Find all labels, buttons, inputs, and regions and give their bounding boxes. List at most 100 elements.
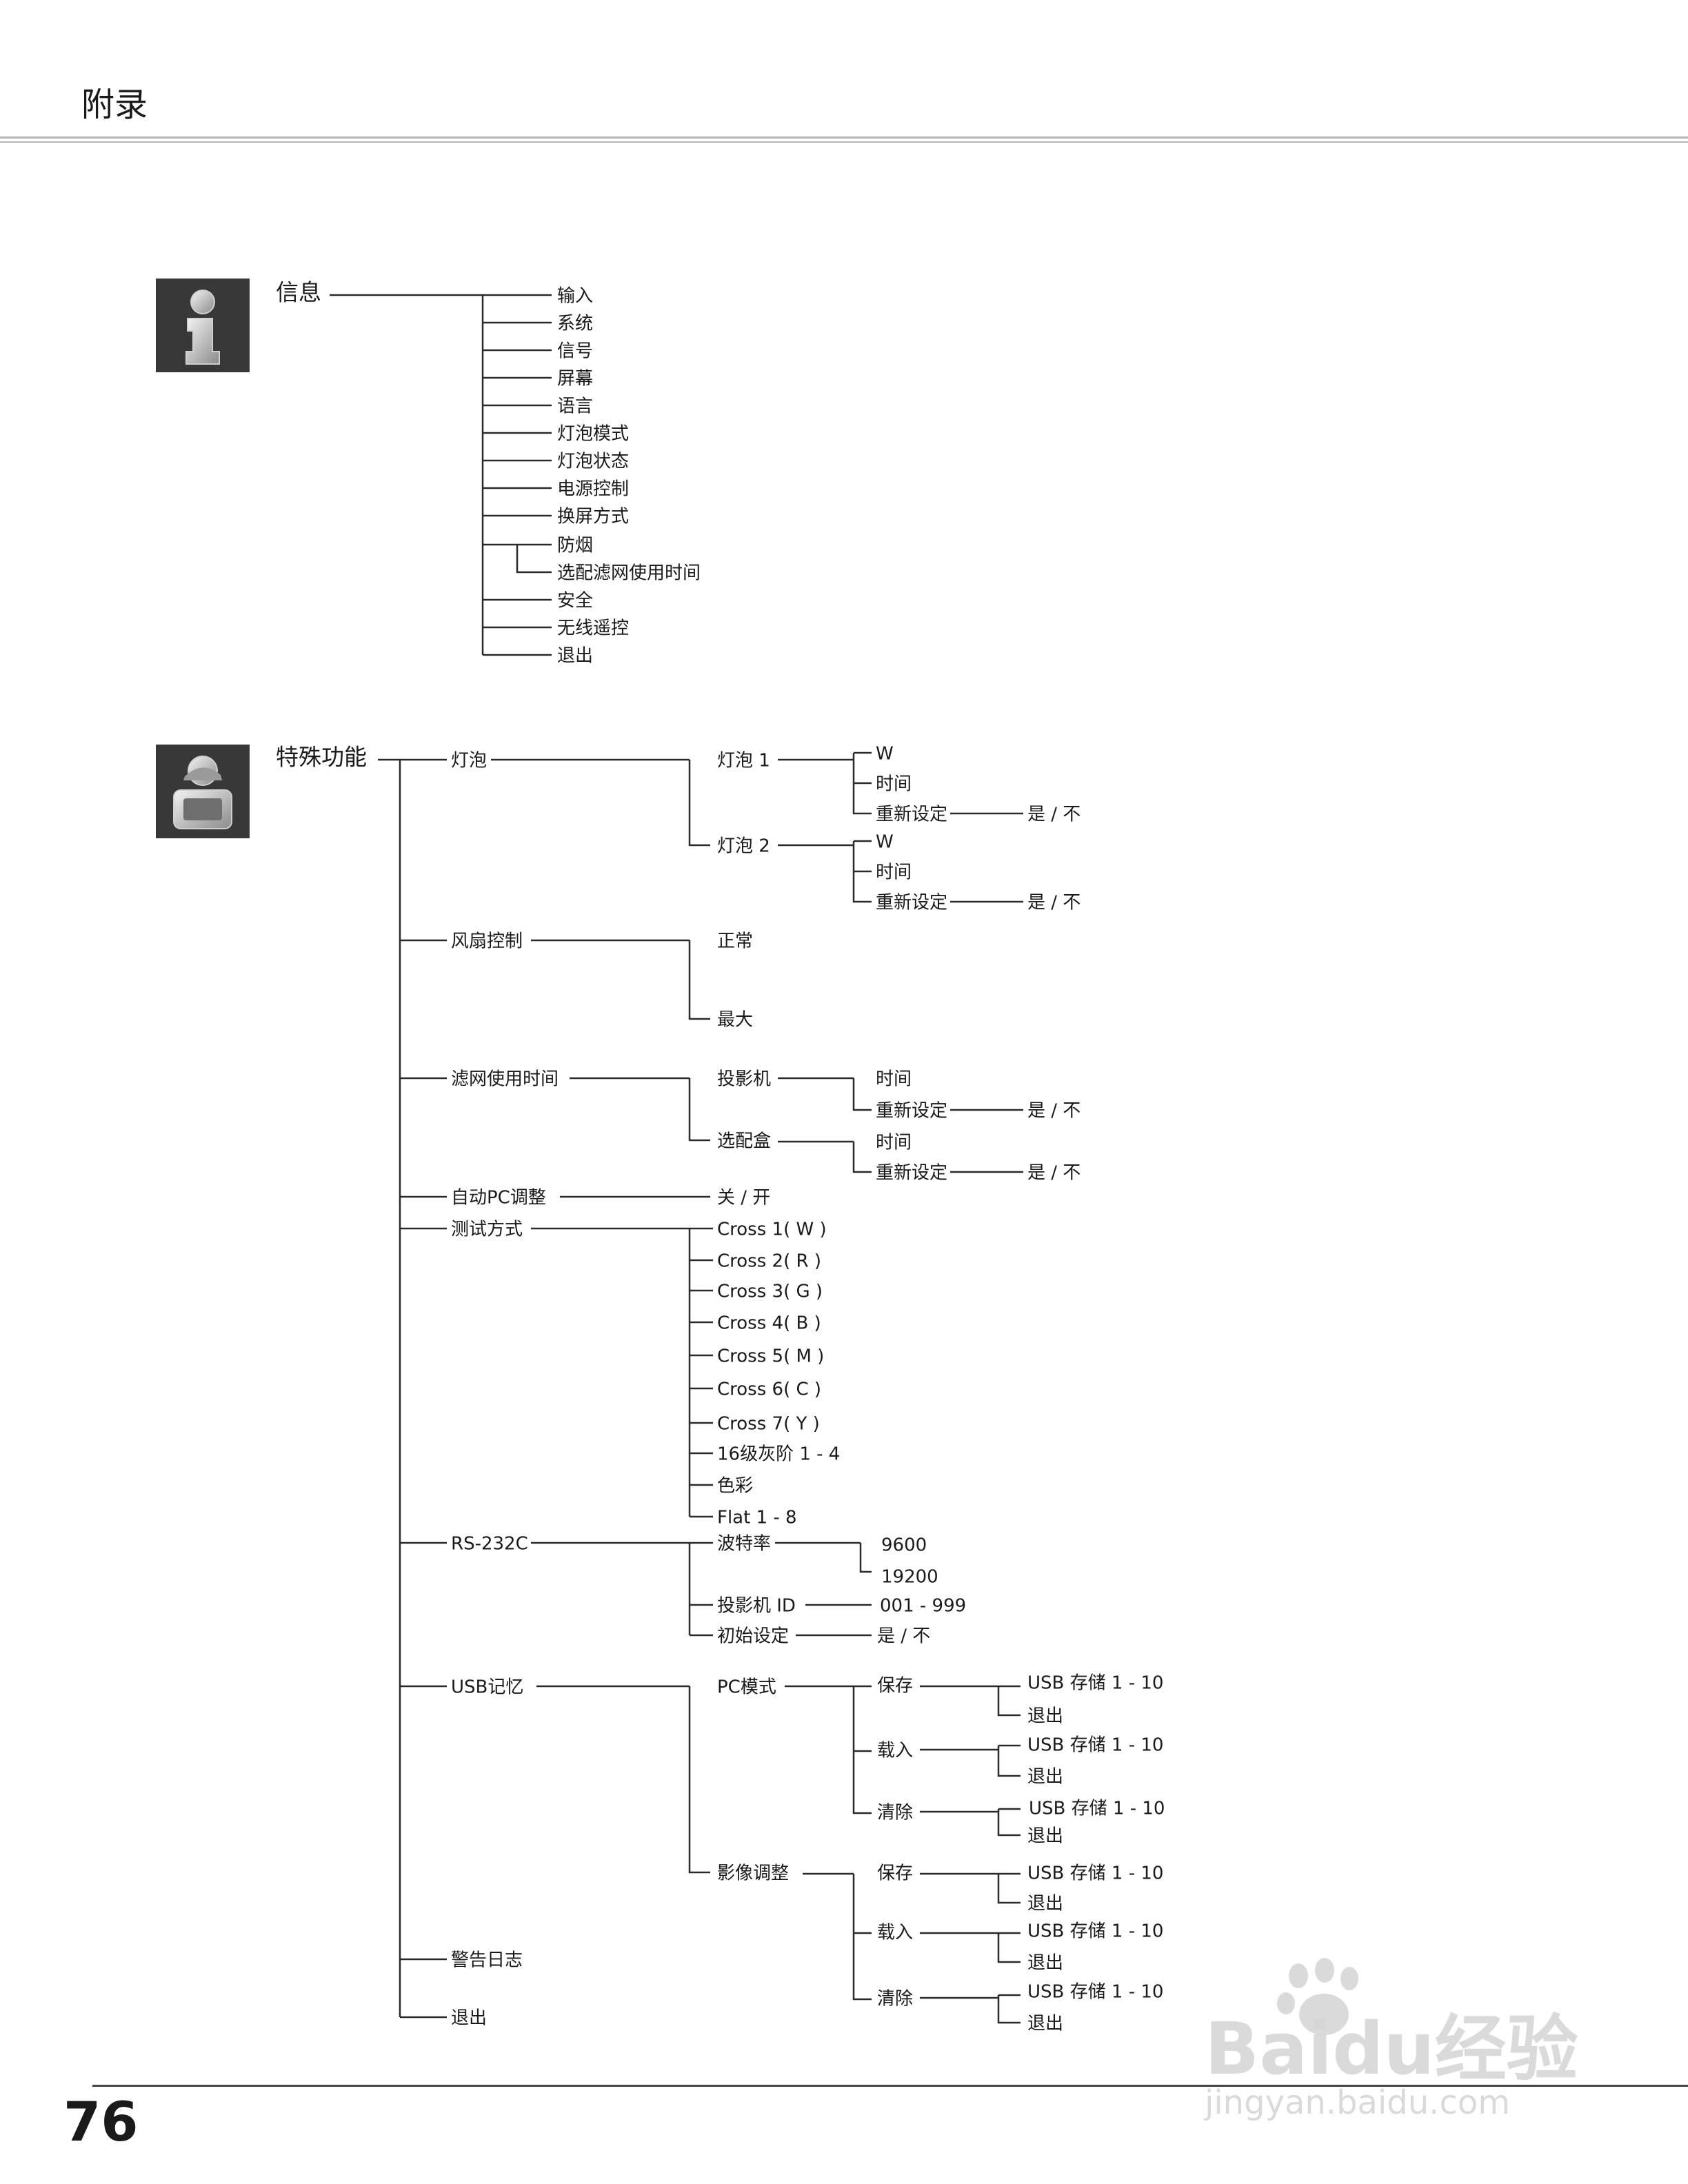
info-connector-branches [483,294,552,656]
usb-image-adjust: 影像调整 [717,1863,789,1884]
rs232c-id-range: 001 - 999 [880,1596,966,1617]
lamp1-connector [778,751,1023,815]
usb-pc-save-connector [920,1685,1021,1717]
baidu-watermark: Baidu经验 jingyan.baidu.com [1204,1958,1578,2122]
rs232c-projector-id: 投影机 ID [717,1596,796,1617]
info-item-smoke-proof: 防烟 [557,536,593,556]
usb-img-load: 载入 [877,1923,913,1943]
filter-option-time: 时间 [876,1133,912,1153]
header-rule-bottom [0,141,1688,143]
lamp2-yes-no: 是 / 不 [1027,893,1081,913]
usb-img-clear-connector [920,1994,1021,2024]
header-rule-top [0,136,1688,139]
usb-img-save-exit: 退出 [1027,1894,1063,1914]
test-cross1: Cross 1( W ) [717,1220,827,1240]
info-item-lamp-mode: 灯泡模式 [557,424,629,445]
filter-projector-yes-no: 是 / 不 [1027,1101,1081,1122]
usb-pc-load-connector [920,1744,1021,1777]
usb-img-save: 保存 [877,1863,913,1884]
info-item-wireless-remote: 无线遥控 [557,618,629,639]
usb-image-adjust-connector [803,1872,872,2001]
watermark-brand: Baidu经验 [1205,2007,1578,2091]
lamp1-w: W [876,744,894,765]
info-item-signal: 信号 [557,341,593,362]
footer-rule [92,2085,1688,2087]
fan-connector [531,939,710,1020]
filter-projector: 投影机 [717,1069,771,1090]
test-color: 色彩 [717,1476,753,1497]
usb-pc-save-storage: USB 存储 1 - 10 [1027,1673,1163,1694]
lamp-connector [491,758,710,847]
info-item-screen: 屏幕 [557,369,593,390]
lamp2-w: W [876,832,894,853]
info-item-language: 语言 [557,396,593,417]
watermark-url: jingyan.baidu.com [1204,2083,1510,2122]
info-item-input: 输入 [557,286,593,307]
filter-option-box: 选配盒 [717,1131,771,1152]
usb-img-save-storage: USB 存储 1 - 10 [1027,1863,1163,1884]
usb-pc-mode: PC模式 [717,1677,776,1698]
special-connector-branches [400,758,447,2019]
fan-label: 风扇控制 [451,931,523,952]
filter-connector [570,1077,710,1142]
fan-max: 最大 [717,1010,753,1031]
usb-pc-clear: 清除 [877,1803,913,1823]
info-icon [156,279,250,372]
usb-img-load-connector [920,1932,1021,1963]
usb-pc-clear-storage: USB 存储 1 - 10 [1029,1799,1165,1819]
test-cross7: Cross 7( Y ) [717,1414,820,1435]
special-exit-label: 退出 [451,2008,487,2029]
special-function-icon [156,745,250,838]
usb-img-clear-storage: USB 存储 1 - 10 [1027,1982,1163,2003]
info-item-power-control: 电源控制 [557,479,629,500]
lamp1-yes-no: 是 / 不 [1027,805,1081,825]
info-item-screen-switch: 换屏方式 [557,507,629,527]
usb-img-load-exit: 退出 [1027,1953,1063,1974]
lamp2-label: 灯泡 2 [717,836,770,857]
usb-pc-save: 保存 [877,1676,913,1697]
test-cross2: Cross 2( R ) [717,1251,821,1272]
info-item-security: 安全 [557,591,593,611]
test-cross6: Cross 6( C ) [717,1379,821,1400]
page-number: 76 [63,2092,139,2154]
info-menu-title: 信息 [276,279,321,306]
test-connector-branches [690,1227,713,1518]
rs232c-baud-connector [775,1541,872,1573]
lamp1-label: 灯泡 1 [717,751,770,771]
usb-pc-load-exit: 退出 [1027,1767,1063,1788]
lamp1-reset: 重新设定 [876,805,947,825]
special-connector-main [378,758,401,2017]
special-menu-title: 特殊功能 [276,744,367,771]
auto-pc-value: 关 / 开 [717,1188,770,1209]
fan-normal: 正常 [717,931,753,952]
rs232c-baud-19200: 19200 [881,1567,938,1588]
usb-pc-load: 载入 [877,1741,913,1761]
warning-log-label: 警告日志 [451,1950,523,1971]
test-label: 测试方式 [451,1220,523,1240]
usb-img-save-connector [920,1872,1021,1904]
usb-pc-load-storage: USB 存储 1 - 10 [1027,1735,1163,1756]
test-cross3: Cross 3( G ) [717,1282,823,1302]
info-item-exit: 退出 [557,646,593,667]
lamp2-connector [778,840,1023,903]
test-connector-main [531,1227,691,1517]
usb-img-clear: 清除 [877,1989,913,2010]
usb-img-clear-exit: 退出 [1027,2014,1063,2034]
usb-pc-save-exit: 退出 [1027,1706,1063,1727]
info-connector-main [330,294,484,655]
info-item-option-filter-time: 选配滤网使用时间 [557,563,701,584]
usb-pc-clear-exit: 退出 [1027,1826,1063,1847]
filter-option-reset: 重新设定 [876,1163,947,1184]
rs232c-init: 初始设定 [717,1626,789,1647]
filter-option-connector [778,1140,1023,1173]
rs232c-connector [531,1541,713,1637]
rs232c-baud-9600: 9600 [881,1535,927,1556]
filter-projector-connector [778,1077,1023,1111]
test-flat: Flat 1 - 8 [717,1508,797,1528]
lamp-label: 灯泡 [451,751,487,771]
filter-projector-time: 时间 [876,1069,912,1090]
usb-pc-clear-connector [920,1808,1021,1837]
filter-projector-reset: 重新设定 [876,1101,947,1122]
usb-pc-mode-connector [785,1685,872,1814]
